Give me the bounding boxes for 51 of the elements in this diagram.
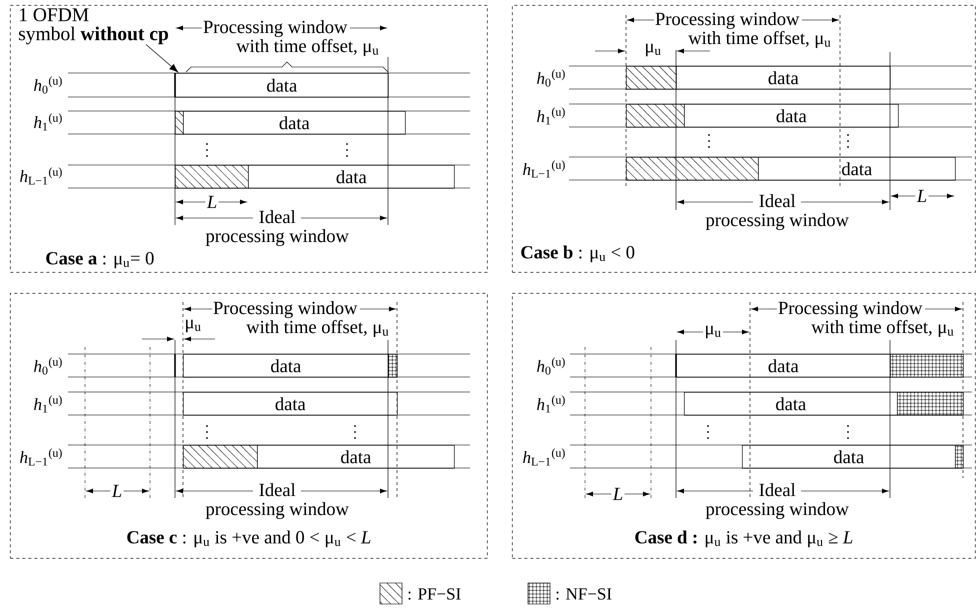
data-segment: data: [684, 392, 898, 416]
grid-region: [955, 445, 964, 469]
row-label: h$_{0}$(u): [34, 357, 62, 375]
data-segment: data: [676, 66, 891, 90]
legend-label: : PF−SI: [408, 588, 461, 600]
row-label: h$_{1}$(u): [34, 395, 62, 413]
hatched-region: [183, 445, 258, 469]
dimension-label: L: [205, 194, 219, 210]
data-segment: data: [257, 445, 455, 469]
data-segment: data: [175, 73, 389, 98]
row-label: h$_{L−1}$(u): [20, 448, 62, 466]
dimension-label: L: [611, 486, 625, 502]
dimension-label: Processing window with time offset, μ$_{u}$: [212, 301, 388, 337]
row-label: h$_{0}$(u): [34, 76, 62, 94]
hatched-region: [175, 111, 184, 135]
dimension-label: Ideal processing window: [706, 194, 849, 230]
note-text: 1 OFDM symbol without cp: [19, 8, 168, 44]
row-label: h$_{L−1}$(u): [523, 448, 565, 466]
dimension-label: Ideal processing window: [706, 483, 849, 520]
data-segment: data: [742, 445, 956, 469]
data-segment: data: [684, 104, 899, 128]
dimension-label: μ$_{u}$: [183, 318, 203, 334]
hatched-region: [175, 165, 249, 189]
data-segment: data: [183, 354, 389, 378]
dimension-label: Processing window with time offset, μ$_{u}$: [202, 20, 378, 56]
row-label: h$_{L−1}$(u): [20, 167, 62, 185]
dimension-label: Ideal processing window: [206, 210, 349, 246]
dimension-label: L: [915, 188, 929, 204]
dimension-label: μ$_{u}$: [703, 324, 723, 340]
dimension-label: Processing window with time offset, μ$_{u}$: [777, 301, 954, 337]
data-segment: data: [248, 165, 455, 189]
row-label: h$_{1}$(u): [537, 395, 565, 413]
dimension-label: Ideal processing window: [206, 483, 349, 520]
leader-line: [146, 44, 178, 72]
dimension-label: L: [110, 483, 124, 499]
hatched-region: [626, 66, 677, 90]
data-segment: data: [183, 111, 406, 135]
row-label: h$_{0}$(u): [537, 69, 565, 87]
row-label: h$_{1}$(u): [537, 107, 565, 125]
grid-region: [388, 354, 398, 378]
data-segment: data: [676, 354, 891, 378]
row-label: h$_{L−1}$(u): [523, 160, 565, 178]
legend-label: : NF−SI: [556, 588, 612, 600]
grid-region: [897, 392, 964, 416]
hatched-region: [626, 104, 685, 128]
row-label: h$_{0}$(u): [537, 357, 565, 375]
hatched-region: [626, 157, 759, 181]
data-segment: data: [183, 392, 398, 416]
data-segment: data: [758, 157, 956, 181]
grid-region: [890, 354, 964, 378]
row-label: h$_{1}$(u): [34, 113, 62, 131]
